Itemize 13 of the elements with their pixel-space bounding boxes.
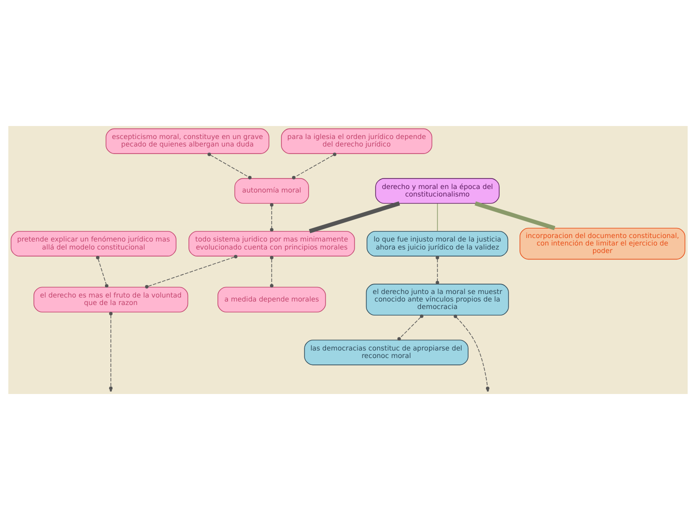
connector xyxy=(397,314,424,341)
connector xyxy=(456,317,488,388)
connector xyxy=(270,203,274,232)
connector xyxy=(208,152,252,180)
connector xyxy=(270,256,274,288)
connector xyxy=(145,254,238,288)
connector xyxy=(292,152,336,180)
connector xyxy=(110,314,112,388)
connector xyxy=(96,256,108,288)
connector xyxy=(436,256,440,284)
connector xyxy=(437,203,438,232)
connector xyxy=(474,201,556,230)
connector xyxy=(308,201,400,234)
